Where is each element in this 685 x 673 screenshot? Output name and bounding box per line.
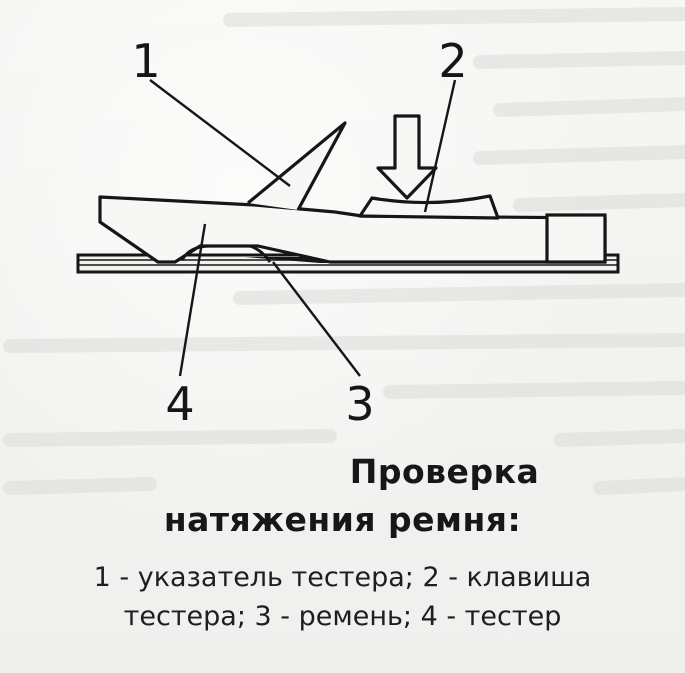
callout-label-1: 1 <box>131 34 160 88</box>
figure-caption-line-1: 1 - указатель тестера; 2 - клавиша <box>93 562 592 593</box>
tester-pointer <box>246 121 347 211</box>
tester-key <box>358 194 500 220</box>
callout-label-4: 4 <box>165 377 194 431</box>
callout-label-3: 3 <box>345 377 374 431</box>
figure-caption-line-2: тестера; 3 - ремень; 4 - тестер <box>123 601 562 632</box>
press-arrow-icon <box>376 114 438 200</box>
tester-body <box>98 195 607 264</box>
figure-title-line-1: Проверка <box>349 452 540 491</box>
figure-title-line-2: натяжения ремня: <box>163 500 522 539</box>
callout-label-2: 2 <box>438 34 467 88</box>
background-bleed-lines <box>3 7 685 495</box>
leader-lines <box>149 79 457 377</box>
